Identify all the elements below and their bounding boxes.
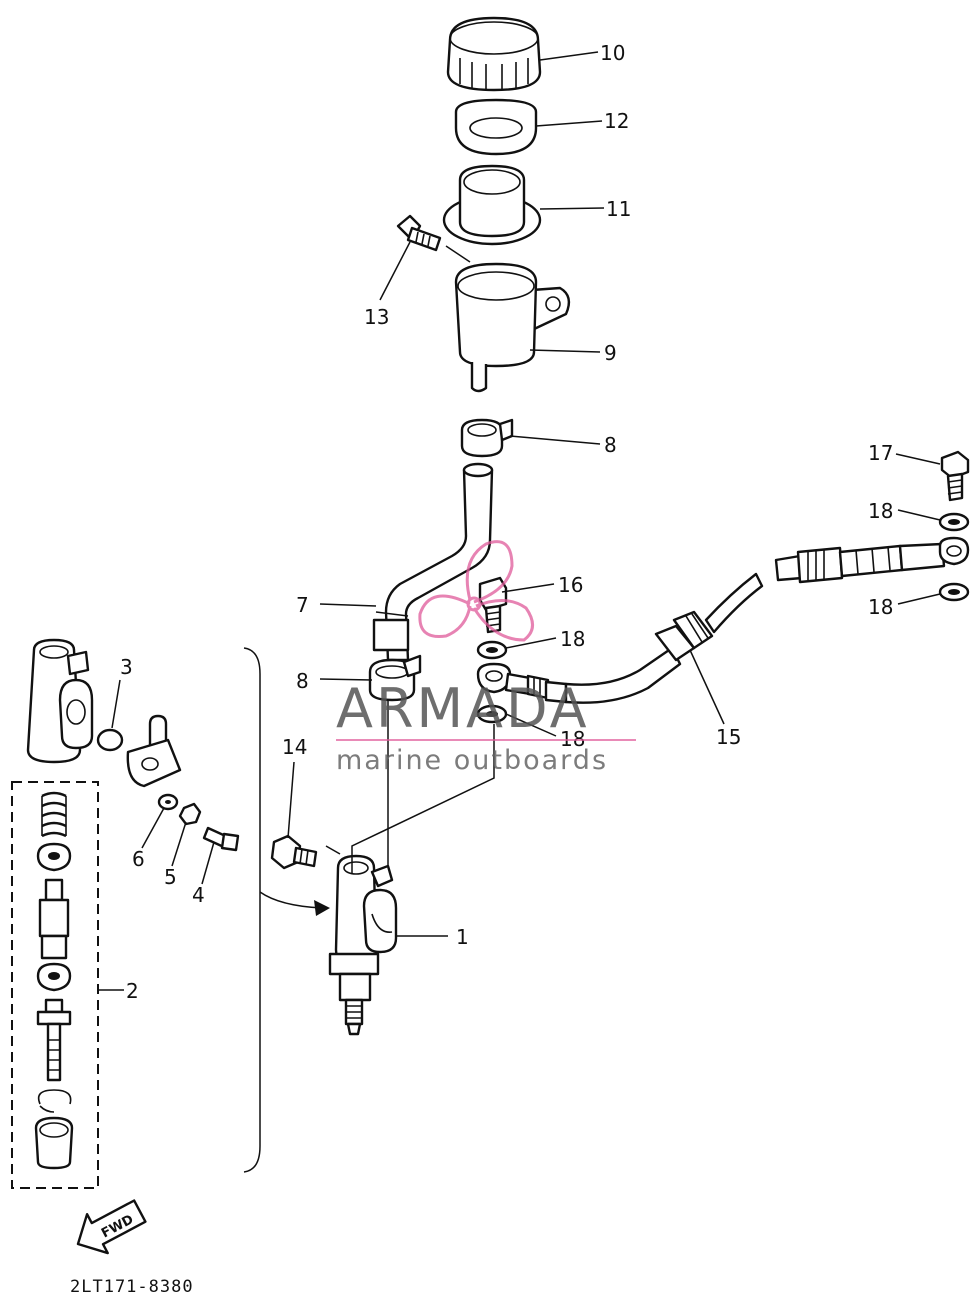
callout-15: 15 bbox=[716, 725, 741, 749]
callout-1: 1 bbox=[456, 925, 469, 949]
propeller-logo-icon bbox=[418, 540, 534, 642]
part-12-diaphragm-plate bbox=[454, 98, 538, 156]
callout-17: 17 bbox=[868, 441, 893, 465]
watermark-brand: ARMADA bbox=[336, 677, 590, 740]
callout-3: 3 bbox=[120, 655, 133, 679]
callout-16: 16 bbox=[558, 573, 583, 597]
callout-2: 2 bbox=[126, 979, 139, 1003]
part-6-washer bbox=[157, 793, 179, 811]
callout-14: 14 bbox=[282, 735, 307, 759]
part-5-nut bbox=[178, 802, 202, 826]
group-bracket bbox=[243, 647, 261, 1173]
part-13-screw bbox=[396, 214, 471, 263]
callout-5: 5 bbox=[164, 865, 177, 889]
part-1-master-cylinder bbox=[328, 854, 398, 1036]
group-arrow bbox=[259, 891, 323, 909]
part-18-gasket-upper bbox=[476, 640, 508, 660]
part-8-hose-clamp-upper bbox=[460, 418, 514, 458]
callout-12: 12 bbox=[604, 109, 629, 133]
callout-6: 6 bbox=[132, 847, 145, 871]
part-18-gasket-lower bbox=[476, 704, 508, 724]
callout-7: 7 bbox=[296, 593, 309, 617]
part-9-reservoir bbox=[454, 262, 571, 393]
part-18-gasket-right-upper bbox=[938, 512, 970, 532]
callout-11: 11 bbox=[606, 197, 631, 221]
hose-joint bbox=[126, 714, 182, 788]
fwd-arrow: FWD bbox=[76, 1199, 147, 1255]
part-8-hose-clamp-lower bbox=[368, 654, 422, 702]
callout-labels: 1 2 3 4 5 6 7 8 8 9 10 11 12 13 14 15 16… bbox=[120, 41, 893, 1003]
callout-4: 4 bbox=[192, 883, 205, 907]
callout-8-upper: 8 bbox=[604, 433, 617, 457]
left-cylinder-body bbox=[26, 638, 94, 764]
drawing-code: 2LT171-8380 bbox=[70, 1277, 194, 1297]
part-3-o-ring bbox=[96, 728, 124, 752]
leader-lines bbox=[98, 51, 941, 991]
callout-18-c: 18 bbox=[868, 499, 893, 523]
part-18-gasket-right-lower bbox=[938, 582, 970, 602]
part-15-brake-hose bbox=[476, 536, 970, 704]
part-7-reservoir-hose bbox=[372, 462, 494, 662]
callout-18-a: 18 bbox=[560, 627, 585, 651]
callout-10: 10 bbox=[600, 41, 625, 65]
part-10-reservoir-cap bbox=[446, 16, 542, 92]
callout-8-lower: 8 bbox=[296, 669, 309, 693]
watermark: ARMADA marine outboards bbox=[336, 540, 636, 776]
watermark-tagline: marine outboards bbox=[336, 745, 608, 776]
callout-18-d: 18 bbox=[868, 595, 893, 619]
part-14-bolt bbox=[270, 834, 318, 870]
callout-13: 13 bbox=[364, 305, 389, 329]
part-2-piston-kit bbox=[11, 781, 99, 1189]
part-4-bolt bbox=[202, 826, 240, 852]
callout-9: 9 bbox=[604, 341, 617, 365]
part-11-diaphragm bbox=[442, 164, 542, 246]
part-17-union-bolt bbox=[940, 450, 970, 502]
